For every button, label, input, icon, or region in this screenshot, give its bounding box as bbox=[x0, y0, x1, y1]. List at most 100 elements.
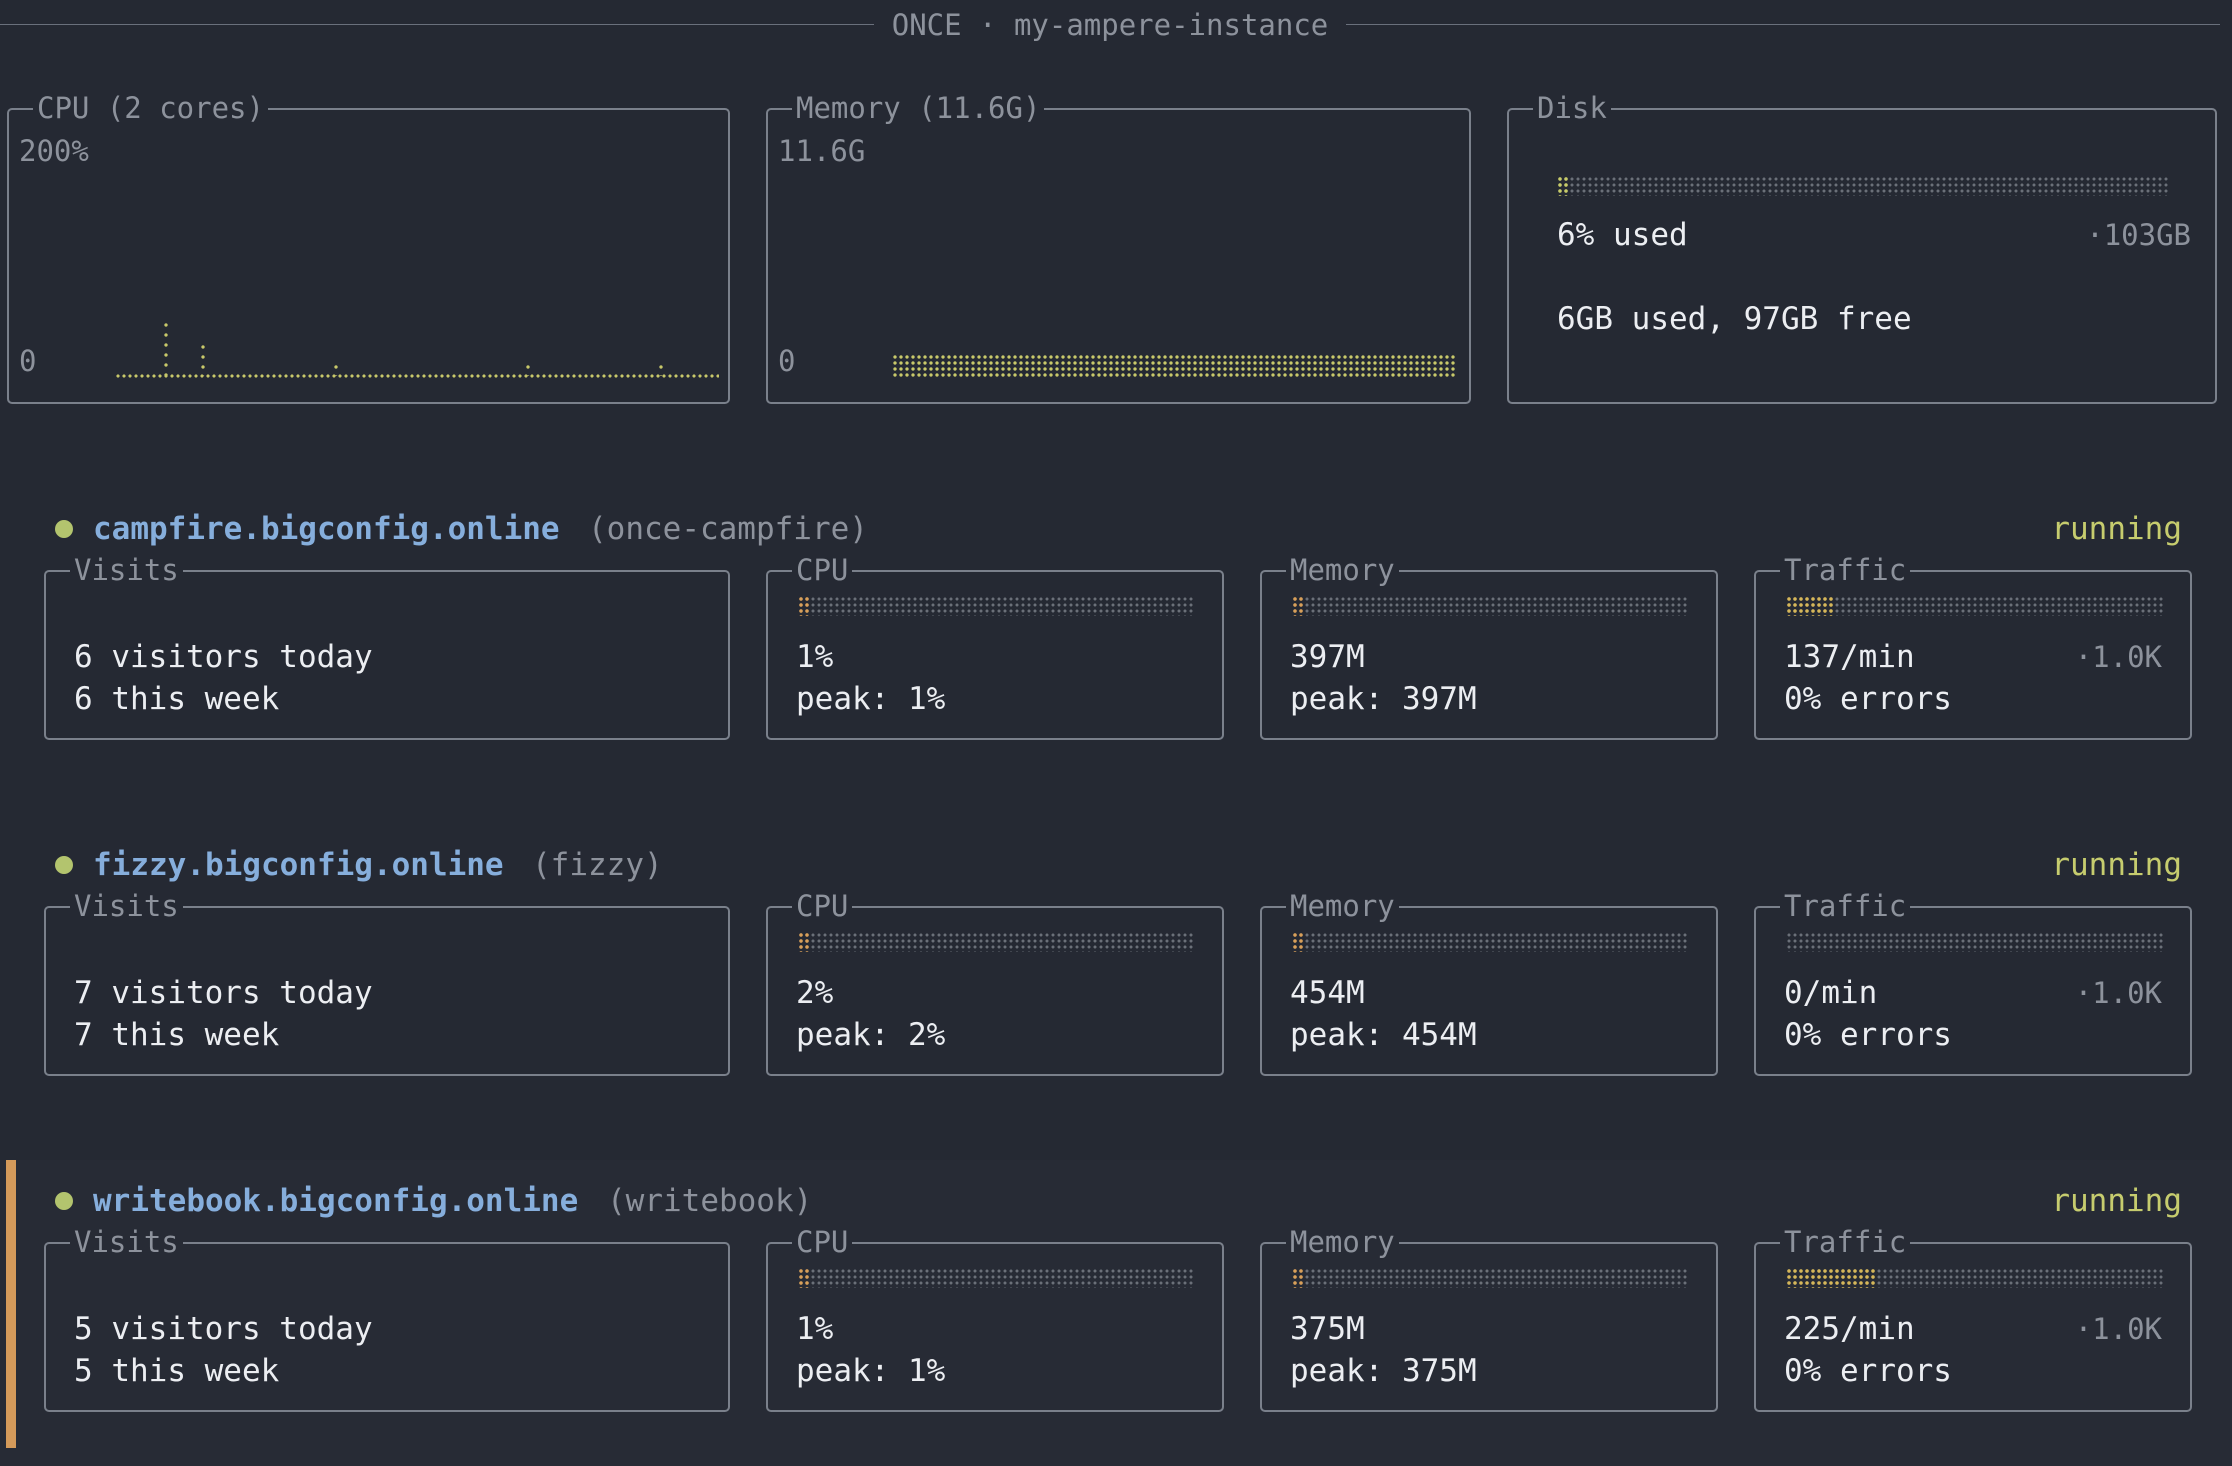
disk-usage-gauge bbox=[1557, 176, 2169, 196]
traffic-errors: 0% errors bbox=[1784, 1017, 1952, 1053]
memory-title: Memory bbox=[1286, 1223, 1399, 1261]
traffic-errors: 0% errors bbox=[1784, 681, 1952, 717]
cpu-title: CPU bbox=[792, 551, 853, 589]
visits-panel: Visits 6 visitors today 6 this week bbox=[44, 551, 730, 740]
traffic-title: Traffic bbox=[1780, 551, 1911, 589]
traffic-rate: 225/min bbox=[1784, 1311, 1915, 1347]
memory-peak: peak: 375M bbox=[1290, 1353, 1477, 1389]
visits-week: 5 this week bbox=[74, 1353, 280, 1389]
visits-today: 6 visitors today bbox=[74, 639, 373, 675]
system-cpu-title: CPU (2 cores) bbox=[33, 89, 268, 127]
cpu-current: 1% bbox=[796, 639, 834, 675]
traffic-max: ·1.0K bbox=[2074, 976, 2162, 1010]
app-name-link[interactable]: fizzy.bigconfig.online bbox=[93, 847, 504, 883]
traffic-gauge bbox=[1786, 596, 2164, 616]
traffic-gauge-fill bbox=[1786, 1268, 1876, 1288]
cpu-panel: CPU 2% peak: 2% bbox=[766, 887, 1224, 1076]
traffic-title: Traffic bbox=[1780, 887, 1911, 925]
traffic-max: ·1.0K bbox=[2074, 640, 2162, 674]
system-cpu-spike bbox=[164, 320, 168, 376]
cpu-panel: CPU 1% peak: 1% bbox=[766, 1223, 1224, 1412]
cpu-gauge bbox=[798, 932, 1194, 952]
status-dot bbox=[55, 1192, 73, 1210]
traffic-panel: Traffic 137/min ·1.0K 0% errors bbox=[1754, 551, 2192, 740]
visits-title: Visits bbox=[70, 551, 183, 589]
traffic-rate: 137/min bbox=[1784, 639, 1915, 675]
traffic-errors: 0% errors bbox=[1784, 1353, 1952, 1389]
cpu-panel: CPU 1% peak: 1% bbox=[766, 551, 1224, 740]
window-title: ONCE · my-ampere-instance bbox=[0, 6, 2220, 44]
system-memory-chart bbox=[892, 354, 1456, 378]
cpu-gauge-fill bbox=[798, 932, 810, 952]
cpu-peak: peak: 1% bbox=[796, 1353, 946, 1389]
system-memory-min: 0 bbox=[778, 344, 796, 378]
visits-week: 6 this week bbox=[74, 681, 280, 717]
app-id: (writebook) bbox=[607, 1183, 813, 1219]
system-cpu-spike bbox=[201, 342, 205, 376]
cpu-gauge-fill bbox=[798, 596, 810, 616]
visits-today: 7 visitors today bbox=[74, 975, 373, 1011]
cpu-gauge bbox=[798, 1268, 1194, 1288]
app-name-link[interactable]: writebook.bigconfig.online bbox=[93, 1183, 579, 1219]
memory-title: Memory bbox=[1286, 551, 1399, 589]
cpu-title: CPU bbox=[792, 887, 853, 925]
system-cpu-min: 0 bbox=[19, 344, 37, 378]
system-cpu-panel: CPU (2 cores) 200% 0 bbox=[7, 89, 730, 404]
app-status: running bbox=[2051, 511, 2182, 547]
traffic-max: ·1.0K bbox=[2074, 1312, 2162, 1346]
app-id: (once-campfire) bbox=[588, 511, 868, 547]
cpu-gauge bbox=[798, 596, 1194, 616]
app-status: running bbox=[2051, 847, 2182, 883]
memory-panel: Memory 397M peak: 397M bbox=[1260, 551, 1718, 740]
visits-title: Visits bbox=[70, 1223, 183, 1261]
system-cpu-chart bbox=[115, 374, 719, 378]
memory-gauge-fill bbox=[1292, 1268, 1304, 1288]
cpu-title: CPU bbox=[792, 1223, 853, 1261]
traffic-panel: Traffic 0/min ·1.0K 0% errors bbox=[1754, 887, 2192, 1076]
traffic-gauge bbox=[1786, 932, 2164, 952]
disk-used-percent: 6% used bbox=[1557, 217, 1688, 253]
selection-indicator bbox=[6, 1160, 16, 1448]
system-cpu-max: 200% bbox=[19, 134, 89, 168]
app-id: (fizzy) bbox=[532, 847, 663, 883]
system-cpu-spike bbox=[526, 362, 530, 376]
memory-gauge bbox=[1292, 932, 1688, 952]
memory-panel: Memory 375M peak: 375M bbox=[1260, 1223, 1718, 1412]
disk-summary: 6GB used, 97GB free bbox=[1557, 301, 1912, 337]
disk-title: Disk bbox=[1533, 89, 1611, 127]
system-memory-panel: Memory (11.6G) 11.6G 0 bbox=[766, 89, 1471, 404]
status-dot bbox=[55, 856, 73, 874]
memory-gauge-fill bbox=[1292, 932, 1304, 952]
visits-week: 7 this week bbox=[74, 1017, 280, 1053]
cpu-gauge-fill bbox=[798, 1268, 810, 1288]
memory-gauge bbox=[1292, 596, 1688, 616]
app-status: running bbox=[2051, 1183, 2182, 1219]
visits-today: 5 visitors today bbox=[74, 1311, 373, 1347]
app-name-link[interactable]: campfire.bigconfig.online bbox=[93, 511, 560, 547]
cpu-current: 1% bbox=[796, 1311, 834, 1347]
cpu-peak: peak: 2% bbox=[796, 1017, 946, 1053]
traffic-rate: 0/min bbox=[1784, 975, 1878, 1011]
memory-gauge-fill bbox=[1292, 596, 1304, 616]
disk-panel: Disk 6% used ·103GB 6GB used, 97GB free bbox=[1507, 89, 2217, 404]
memory-panel: Memory 454M peak: 454M bbox=[1260, 887, 1718, 1076]
system-memory-max: 11.6G bbox=[778, 134, 866, 168]
visits-panel: Visits 5 visitors today 5 this week bbox=[44, 1223, 730, 1412]
system-cpu-spike bbox=[334, 362, 338, 376]
memory-current: 375M bbox=[1290, 1311, 1365, 1347]
cpu-current: 2% bbox=[796, 975, 834, 1011]
memory-peak: peak: 397M bbox=[1290, 681, 1477, 717]
system-memory-title: Memory (11.6G) bbox=[792, 89, 1045, 127]
traffic-title: Traffic bbox=[1780, 1223, 1911, 1261]
traffic-gauge bbox=[1786, 1268, 2164, 1288]
memory-title: Memory bbox=[1286, 887, 1399, 925]
selected-row-background bbox=[0, 1160, 2232, 1466]
memory-current: 454M bbox=[1290, 975, 1365, 1011]
visits-title: Visits bbox=[70, 887, 183, 925]
cpu-peak: peak: 1% bbox=[796, 681, 946, 717]
disk-usage-fill bbox=[1557, 176, 1569, 196]
memory-gauge bbox=[1292, 1268, 1688, 1288]
memory-current: 397M bbox=[1290, 639, 1365, 675]
traffic-panel: Traffic 225/min ·1.0K 0% errors bbox=[1754, 1223, 2192, 1412]
